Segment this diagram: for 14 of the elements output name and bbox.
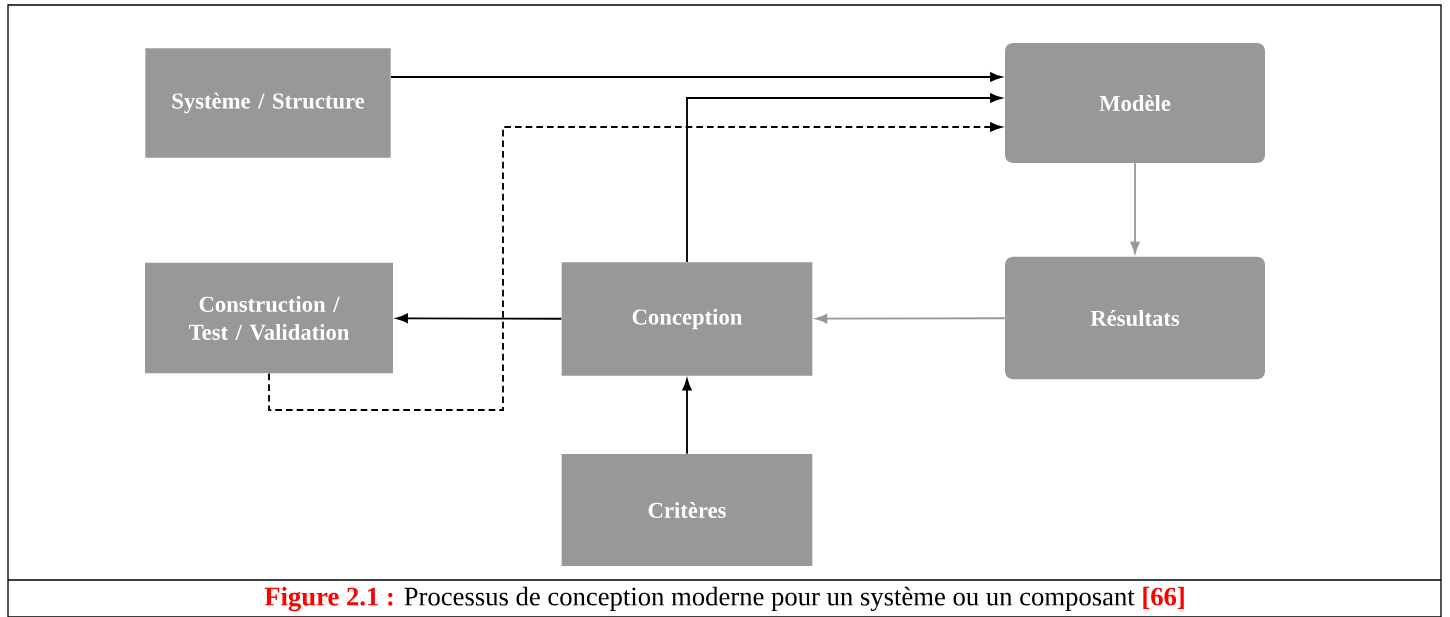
process-box: Modèle [1005, 43, 1265, 163]
process-box: Construction / Test / Validation [145, 262, 393, 374]
process-box: Système / Structure [145, 48, 391, 158]
arrow [1130, 162, 1140, 254]
arrow [390, 72, 1002, 82]
process-box: Critères [561, 454, 813, 566]
arrow [268, 122, 1002, 411]
process-box: Conception [561, 262, 813, 376]
process-box: Résultats [1005, 256, 1265, 380]
arrow [815, 314, 1006, 324]
arrow [396, 313, 563, 323]
arrow [682, 378, 692, 455]
arrow [686, 93, 1002, 263]
caption: Figure 2.1 : Processus de conception moderne pour un système ou un composant [66] [264, 586, 1184, 612]
